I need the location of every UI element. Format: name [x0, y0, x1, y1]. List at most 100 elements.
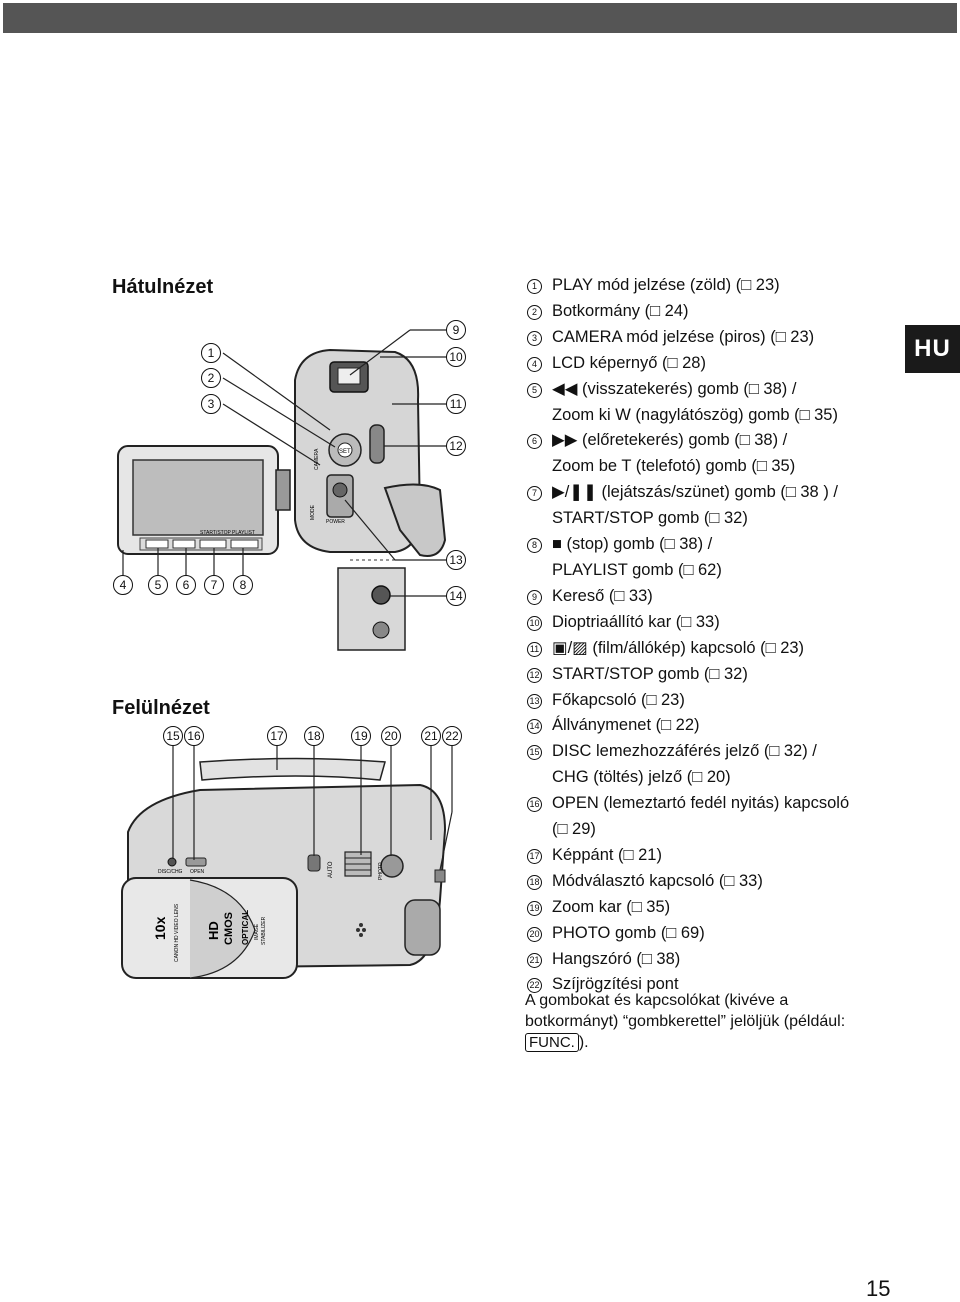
legend-number: 3	[527, 330, 542, 346]
lens-label: CANON HD VIDEO LENS	[174, 903, 180, 962]
zoom-label: 10x	[152, 916, 168, 940]
legend-item: 17 Képpánt (□ 21)	[527, 843, 897, 869]
legend-number: 13	[527, 693, 542, 709]
note-text: A gombokat és kapcsolókat (kivéve a botk…	[525, 992, 846, 1030]
callout-2: 2	[201, 368, 221, 388]
callout-10: 10	[446, 347, 466, 367]
rear-view-drawing: START/STOP PLAYLIST SET POWER MODE CAMER…	[117, 348, 447, 651]
legend-text: Főkapcsoló (□ 23)	[552, 690, 685, 709]
legend-item: 5◀◀ (visszatekerés) gomb (□ 38) / Zoom k…	[527, 377, 897, 429]
camera-bottom	[337, 567, 406, 651]
rear-view-title: Hátulnézet	[112, 276, 214, 298]
legend-number: 2	[527, 304, 542, 320]
mode-label: MODE	[310, 504, 316, 520]
stabilizer-label: STABILIZER	[261, 916, 267, 945]
legend-number: 15	[527, 745, 542, 761]
callout-16: 16	[184, 726, 204, 746]
legend-text: Képpánt (□ 21)	[552, 845, 662, 864]
legend-text: ■ (stop) gomb (□ 38) / PLAYLIST gomb (□ …	[552, 535, 722, 579]
callout-18: 18	[304, 726, 324, 746]
set-label: SET	[339, 449, 351, 455]
legend-text: LCD képernyő (□ 28)	[552, 353, 706, 372]
legend-item: 9 Kereső (□ 33)	[527, 584, 897, 610]
func-key-example: FUNC.	[525, 1033, 579, 1052]
legend-item: 1 PLAY mód jelzése (zöld) (□ 23)	[527, 273, 897, 299]
callout-17: 17	[267, 726, 287, 746]
legend-number: 14	[527, 719, 542, 735]
legend-item: 6 ▶▶ (előretekerés) gomb (□ 38) / Zoom be…	[527, 428, 897, 480]
rear-callout-lines	[122, 329, 456, 597]
legend-text: ▶▶ (előretekerés) gomb (□ 38) / Zoom be …	[552, 431, 796, 476]
legend-text: Módválasztó kapcsoló (□ 33)	[552, 871, 763, 890]
legend-text: OPEN (lemeztartó fedél nyitás) kapcsoló …	[552, 794, 850, 839]
callout-3: 3	[201, 394, 221, 414]
startstop-label: START/STOP	[200, 530, 232, 536]
legend-item: 15 DISC lemezhozzáférés jelző (□ 32) / CH…	[527, 739, 897, 791]
auto-label: AUTO	[328, 861, 334, 878]
callout-4: 4	[113, 575, 133, 595]
legend-number: 18	[527, 874, 542, 890]
legend-text: Szíjrögzítési pont	[552, 975, 679, 994]
legend-number: 19	[527, 900, 542, 916]
startstop-button	[369, 424, 385, 464]
legend-text: Dioptriaállító kar (□ 33)	[552, 612, 720, 631]
legend-number: 12	[527, 667, 542, 683]
top-view-drawing: 10x CANON HD VIDEO LENS HD CMOS OPTICAL …	[121, 757, 447, 979]
legend-number: 9	[527, 589, 542, 605]
open-label: OPEN	[190, 869, 205, 875]
top-bar	[3, 3, 957, 33]
legend-text: Kereső (□ 33)	[552, 586, 653, 605]
callout-19: 19	[351, 726, 371, 746]
eyepiece	[404, 899, 441, 956]
legend-number: 1	[527, 279, 542, 294]
hand-strap	[383, 483, 447, 557]
legend-number: 8	[527, 538, 542, 554]
legend-text: ◀◀ (visszatekerés) gomb (□ 38) / Zoom ki…	[552, 379, 838, 424]
optical-label: OPTICAL	[241, 910, 250, 945]
legend-number: 20	[527, 926, 542, 942]
legend-number: 11	[527, 641, 542, 657]
legend-text: ▣/▨ (film/állókép) kapcsoló (□ 23)	[552, 638, 805, 657]
legend-text: ▶/❚❚ (lejátszás/szünet) gomb (□ 38 ) / S…	[552, 483, 838, 528]
legend-number: 10	[527, 615, 542, 631]
tripod-socket	[371, 585, 391, 605]
photo-button	[380, 854, 404, 878]
callout-5: 5	[148, 575, 168, 595]
mode-dial	[307, 854, 321, 872]
legend-number: 17	[527, 848, 542, 864]
open-switch	[185, 857, 207, 867]
callout-8: 8	[233, 575, 253, 595]
legend-item: 12 START/STOP gomb (□ 32)	[527, 662, 897, 688]
hd-label: HD	[206, 921, 221, 940]
legend-number: 21	[527, 952, 542, 968]
legend-item: 11 ▣/▨ (film/állókép) kapcsoló (□ 23)	[527, 636, 897, 662]
legend-item: 10 Dioptriaállító kar (□ 33)	[527, 610, 897, 636]
grip-belt	[199, 757, 386, 781]
strap-mount	[434, 869, 446, 883]
callout-14: 14	[446, 586, 466, 606]
legend-text: DISC lemezhozzáférés jelző (□ 32) / CHG …	[552, 742, 817, 787]
legend-text: PLAY mód jelzése (zöld) (□ 23)	[552, 276, 780, 294]
legend-text: CAMERA mód jelzése (piros) (□ 23)	[552, 327, 815, 346]
callout-9: 9	[446, 320, 466, 340]
legend-text: START/STOP gomb (□ 32)	[552, 664, 748, 683]
legend-item: 7▶/❚❚ (lejátszás/szünet) gomb (□ 38 ) / …	[527, 480, 897, 532]
callout-6: 6	[176, 575, 196, 595]
callout-21: 21	[421, 726, 441, 746]
button-frame-note: A gombokat és kapcsolókat (kivéve a botk…	[525, 990, 885, 1053]
legend-text: Hangszóró (□ 38)	[552, 949, 681, 968]
legend-number: 16	[527, 797, 542, 813]
callout-7: 7	[204, 575, 224, 595]
callout-11: 11	[446, 394, 466, 414]
legend-number: 6	[527, 434, 542, 450]
disc-chg-label: DISC/CHG	[158, 869, 183, 875]
top-callout-lines	[172, 746, 453, 871]
